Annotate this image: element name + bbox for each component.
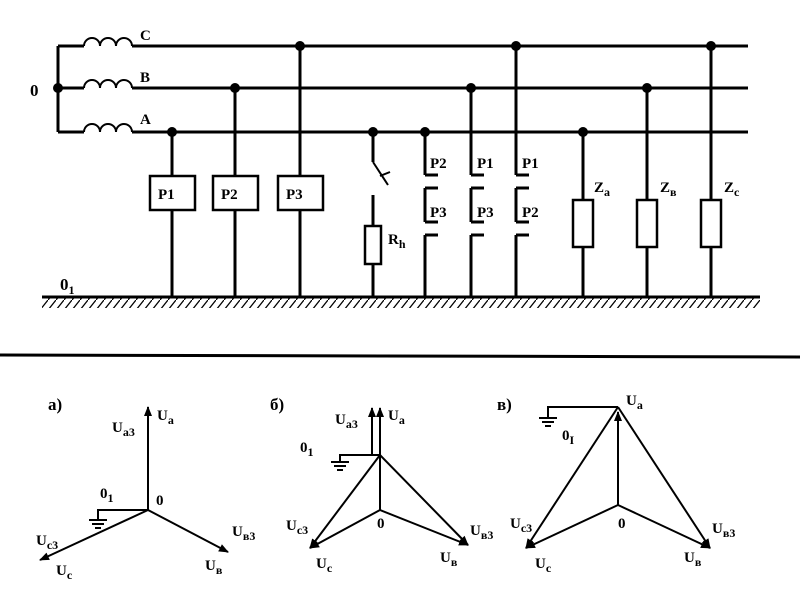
contact-branch-2: P1 P3 <box>466 83 494 297</box>
phasor-a-tag: а) <box>48 395 62 414</box>
svg-text:P1: P1 <box>158 187 175 203</box>
ground-label: 01 <box>60 275 75 297</box>
phasor-b-ground-wire <box>339 454 380 462</box>
svg-text:Ua3: Ua3 <box>112 420 135 439</box>
svg-text:0: 0 <box>156 493 164 509</box>
svg-text:Ua3: Ua3 <box>335 412 358 431</box>
phasor-diagram-v: в) Ua Uc3 Uc Uв3 Uв 0 0I <box>497 393 735 575</box>
svg-text:P3: P3 <box>477 205 494 221</box>
svg-text:0: 0 <box>618 516 626 532</box>
contact-branch-3: P1 P2 <box>511 41 539 297</box>
svg-text:P2: P2 <box>522 205 539 221</box>
phase-c-label: C <box>140 28 151 44</box>
svg-text:P2: P2 <box>430 156 447 172</box>
phasor-v-ub3 <box>617 406 711 549</box>
svg-text:Uc3: Uc3 <box>510 516 532 535</box>
svg-text:Ua: Ua <box>626 393 643 412</box>
svg-text:Uc: Uc <box>56 563 73 582</box>
load-za: Za <box>571 127 610 297</box>
phasor-b-ub3 <box>379 454 469 546</box>
svg-text:Zc: Zc <box>724 180 740 199</box>
phase-a-label: A <box>140 112 151 128</box>
svg-text:Uc3: Uc3 <box>286 518 308 537</box>
winding-c-icon <box>83 37 133 47</box>
svg-text:P3: P3 <box>430 205 447 221</box>
phasor-diagram-a: а) Ua Ua3 Uc3 Uc Uв3 Uв 0 01 <box>36 395 255 582</box>
relay-p3: P3 <box>276 41 325 297</box>
resistor-label: Rh <box>388 232 406 251</box>
contact-branch-1: P2 P3 <box>420 127 447 297</box>
phasor-b-tag: б) <box>270 395 284 414</box>
phasor-b-ground-icon <box>331 461 349 471</box>
svg-text:Uв3: Uв3 <box>470 523 493 542</box>
phasor-v-tag: в) <box>497 395 512 414</box>
section-divider <box>0 353 800 359</box>
phasor-v-uc <box>525 504 619 549</box>
neutral-label: 0 <box>30 81 39 100</box>
svg-text:Ua: Ua <box>388 408 405 427</box>
winding-a-icon <box>83 123 133 133</box>
svg-text:Uв3: Uв3 <box>712 521 735 540</box>
phasor-v-ground-icon <box>539 417 557 427</box>
svg-text:Uв: Uв <box>440 550 458 569</box>
switch-icon <box>372 161 389 186</box>
svg-text:P1: P1 <box>477 156 494 172</box>
svg-text:P1: P1 <box>522 156 539 172</box>
phasor-a-ground-icon <box>89 519 107 529</box>
svg-text:P2: P2 <box>221 187 238 203</box>
phasor-a-uc <box>39 509 149 561</box>
winding-b-icon <box>83 79 133 89</box>
circuit-schematic: 0 C B A 01 <box>30 28 760 308</box>
svg-text:Ua: Ua <box>157 408 174 427</box>
phase-a-line: A <box>58 112 748 134</box>
svg-text:Uв3: Uв3 <box>232 524 255 543</box>
phasor-a-ub <box>147 509 229 553</box>
ground-bus: 01 <box>42 275 760 308</box>
phase-b-label: B <box>140 70 150 86</box>
phasor-v-ground-wire <box>547 406 618 418</box>
svg-text:Uc: Uc <box>535 556 552 575</box>
svg-text:0: 0 <box>377 516 385 532</box>
phase-c-line: C <box>58 28 748 48</box>
svg-text:Uc3: Uc3 <box>36 533 58 552</box>
phasor-v-ub <box>617 504 711 549</box>
resistor-rh <box>363 224 383 266</box>
svg-text:P3: P3 <box>286 187 303 203</box>
phasor-a-ground-wire <box>97 509 148 520</box>
ground-hatch <box>42 298 760 308</box>
svg-text:Uв: Uв <box>684 550 702 569</box>
phasor-b-uc3 <box>309 454 381 549</box>
load-zb: Zв <box>635 83 677 297</box>
switch-resistor-branch: Rh <box>363 127 406 297</box>
svg-text:01: 01 <box>100 486 114 505</box>
svg-text:01: 01 <box>300 440 314 459</box>
svg-text:Za: Za <box>594 180 610 199</box>
svg-text:Uв: Uв <box>205 558 223 577</box>
load-zc: Zc <box>699 41 740 297</box>
svg-text:0I: 0I <box>562 428 575 447</box>
relay-p2: P2 <box>211 83 260 297</box>
phasor-b-uc <box>309 509 381 549</box>
svg-text:Zв: Zв <box>660 180 677 199</box>
svg-text:Uc: Uc <box>316 556 333 575</box>
relay-p1: P1 <box>148 127 197 297</box>
phasor-v-uc3 <box>525 406 619 549</box>
phasor-b-ub <box>379 509 469 546</box>
phasor-diagram-b: б) Ua3 Ua Uc3 Uc Uв3 Uв 0 01 <box>270 395 493 575</box>
